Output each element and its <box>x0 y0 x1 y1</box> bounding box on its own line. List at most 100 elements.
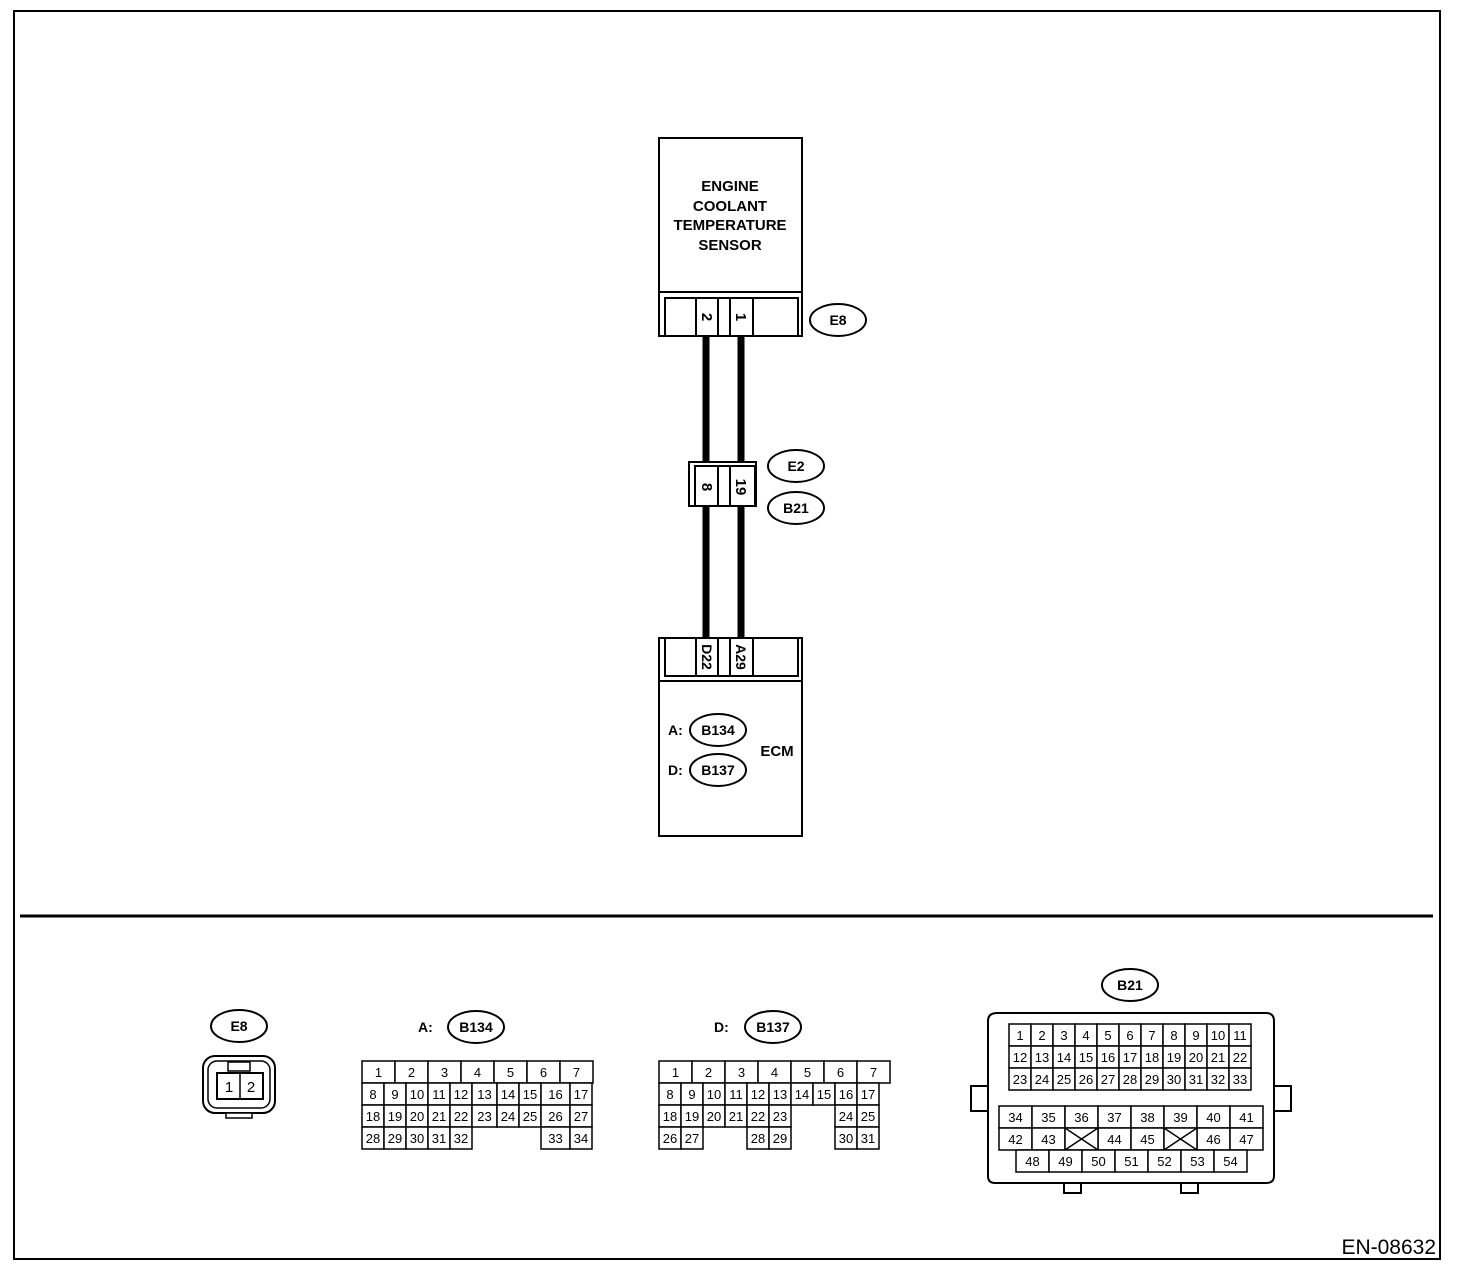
pin-40: 40 <box>1206 1110 1220 1125</box>
connector-view-e8-pin-2: 2 <box>247 1079 255 1096</box>
ecm-ref-a-oval <box>689 713 747 747</box>
pin-22: 22 <box>751 1109 765 1124</box>
ecm-ref-d-prefix: D: <box>668 762 683 778</box>
pin-44: 44 <box>1107 1132 1121 1147</box>
pin-13: 13 <box>1035 1050 1049 1065</box>
svg-text:E2: E2 <box>787 458 804 474</box>
connector-view-e8: E8 1 2 <box>202 1009 276 1119</box>
pin-49: 49 <box>1058 1154 1072 1169</box>
pin-21: 21 <box>432 1109 446 1124</box>
pin-17: 17 <box>1123 1050 1137 1065</box>
connector-view-b134-label: B134 <box>459 1019 493 1035</box>
svg-text:E8: E8 <box>829 312 846 328</box>
pin-27: 27 <box>685 1131 699 1146</box>
pin-cell <box>449 1126 473 1150</box>
pin-9: 9 <box>1192 1028 1199 1043</box>
pin-5: 5 <box>507 1065 514 1080</box>
junction-pin-8: 8 <box>698 483 715 491</box>
pin-22: 22 <box>1233 1050 1247 1065</box>
pin-13: 13 <box>477 1087 491 1102</box>
pin-42: 42 <box>1008 1132 1022 1147</box>
pin-34: 34 <box>574 1131 588 1146</box>
pin-31: 31 <box>861 1131 875 1146</box>
pin-19: 19 <box>388 1109 402 1124</box>
pin-46: 46 <box>1206 1132 1220 1147</box>
pin-cell <box>1228 1067 1252 1091</box>
sensor-pin-1: 1 <box>732 313 749 321</box>
pin-37: 37 <box>1107 1110 1121 1125</box>
pin-25: 25 <box>861 1109 875 1124</box>
pin-18: 18 <box>366 1109 380 1124</box>
connector-view-b137-prefix: D: <box>714 1019 729 1035</box>
pin-24: 24 <box>839 1109 853 1124</box>
blanked-cavity-cross <box>1064 1127 1099 1151</box>
pin-51: 51 <box>1124 1154 1138 1169</box>
pin-19: 19 <box>1167 1050 1181 1065</box>
pin-23: 23 <box>1013 1072 1027 1087</box>
pin-20: 20 <box>1189 1050 1203 1065</box>
ecm-label: ECM <box>760 743 793 760</box>
ecm-pin-a29: A29 <box>733 644 749 670</box>
ecm-unit: D22 A29 ECM A: B134 D: B137 <box>658 637 803 837</box>
pin-15: 15 <box>1079 1050 1093 1065</box>
pin-11: 11 <box>1233 1028 1247 1043</box>
harness-wires <box>702 336 745 638</box>
pin-23: 23 <box>477 1109 491 1124</box>
pin-12: 12 <box>454 1087 468 1102</box>
figure-code: EN-08632 <box>1341 1236 1436 1259</box>
pin-20: 20 <box>707 1109 721 1124</box>
pin-27: 27 <box>574 1109 588 1124</box>
pin-11: 11 <box>729 1087 743 1102</box>
pin-41: 41 <box>1239 1110 1253 1125</box>
pin-23: 23 <box>773 1109 787 1124</box>
ecm-ref-a-prefix: A: <box>668 722 683 738</box>
pin-cell <box>1213 1149 1248 1173</box>
pin-12: 12 <box>751 1087 765 1102</box>
svg-text:B21: B21 <box>783 500 809 516</box>
sensor-pin-2: 2 <box>698 313 715 321</box>
connector-tag-b21: B21 <box>767 491 825 525</box>
pin-16: 16 <box>1101 1050 1115 1065</box>
pin-7: 7 <box>1148 1028 1155 1043</box>
pin-16: 16 <box>548 1087 562 1102</box>
connector-tag-e2: E2 <box>767 449 825 483</box>
pin-24: 24 <box>1035 1072 1049 1087</box>
pin-6: 6 <box>540 1065 547 1080</box>
pin-19: 19 <box>685 1109 699 1124</box>
pin-15: 15 <box>523 1087 537 1102</box>
pin-cell <box>680 1126 704 1150</box>
pin-3: 3 <box>738 1065 745 1080</box>
pin-33: 33 <box>548 1131 562 1146</box>
ecm-ref-a-code: B134 <box>701 722 735 738</box>
engine-coolant-temperature-sensor: ENGINE COOLANT TEMPERATURE SENSOR 2 1 <box>658 137 803 337</box>
sensor-label-line-1: ENGINE <box>701 178 759 195</box>
pin-1: 1 <box>1016 1028 1023 1043</box>
junction-pin-19: 19 <box>732 479 749 496</box>
connector-tag-e8: E8 <box>809 303 867 337</box>
pin-cell <box>768 1126 792 1150</box>
pin-39: 39 <box>1173 1110 1187 1125</box>
ecm-ref-d-code: B137 <box>701 762 735 778</box>
pin-29: 29 <box>388 1131 402 1146</box>
pin-32: 32 <box>454 1131 468 1146</box>
pin-38: 38 <box>1140 1110 1154 1125</box>
pin-52: 52 <box>1157 1154 1171 1169</box>
sensor-label-line-2: COOLANT <box>693 198 767 215</box>
pin-17: 17 <box>861 1087 875 1102</box>
pin-6: 6 <box>837 1065 844 1080</box>
ecm-ref-d-oval <box>689 753 747 787</box>
pin-8: 8 <box>666 1087 673 1102</box>
pin-1: 1 <box>375 1065 382 1080</box>
pin-14: 14 <box>1057 1050 1071 1065</box>
ecm-pin-d22: D22 <box>699 644 715 670</box>
pin-31: 31 <box>432 1131 446 1146</box>
connector-view-b21-label: B21 <box>1117 977 1143 993</box>
pin-7: 7 <box>573 1065 580 1080</box>
pin-24: 24 <box>501 1109 515 1124</box>
pin-22: 22 <box>454 1109 468 1124</box>
ecm-pin-strip: D22 A29 <box>664 637 799 677</box>
pin-31: 31 <box>1189 1072 1203 1087</box>
